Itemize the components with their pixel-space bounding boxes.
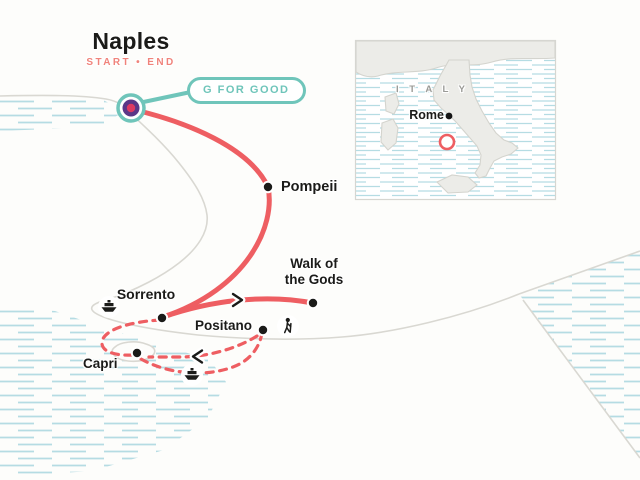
stop-label-sorrento: Sorrento — [116, 286, 176, 302]
europe-landmass — [356, 41, 555, 78]
start-city-label: Naples — [92, 28, 170, 54]
gulf-of-salerno-water — [519, 251, 640, 459]
stop-dot-positano — [256, 323, 270, 337]
start-end-label: START • END — [86, 57, 176, 68]
stop-dot-capri — [130, 346, 144, 360]
corsica-island — [384, 92, 400, 115]
chevron-left-icon — [189, 347, 206, 366]
inset-city-label: Rome — [409, 108, 444, 122]
ferry-icon — [98, 296, 120, 318]
sardinia-island — [380, 118, 399, 151]
route-pompeii-sorrento — [160, 184, 272, 320]
stop-dot-sorrento — [155, 311, 169, 325]
stop-dot-walk-of-the-gods — [306, 296, 320, 310]
stop-label-walk-of-the-gods-line1: Walk of — [290, 256, 338, 271]
g-for-good-badge[interactable]: G FOR GOOD — [187, 77, 306, 104]
salerno-south-coastline — [522, 299, 640, 459]
ferry-route-capri-positano — [139, 331, 264, 375]
sicily-island — [436, 174, 478, 194]
region-highlight-ring — [438, 133, 456, 151]
stop-label-walk-of-the-gods: Walk of the Gods — [274, 256, 354, 288]
ferry-icon — [181, 364, 203, 386]
ferry-route-positano-capri — [147, 334, 259, 359]
stop-label-walk-of-the-gods-line2: the Gods — [284, 272, 344, 288]
stop-label-capri: Capri — [83, 356, 118, 371]
salerno-north-coastline — [518, 250, 640, 295]
start-marker — [116, 87, 206, 123]
rome-dot — [445, 112, 453, 120]
inset-map — [354, 39, 557, 201]
stop-dot-pompeii — [261, 180, 275, 194]
inset-country-label: I T A L Y — [396, 84, 469, 95]
bay-of-naples-water — [0, 98, 125, 131]
ferry-route-sorrento-capri — [100, 318, 162, 357]
water-hatch — [0, 98, 640, 477]
tyrrhenian-water — [0, 307, 226, 477]
chevron-right-icon — [229, 290, 246, 310]
stop-label-positano: Positano — [195, 318, 253, 333]
route-naples-pompeii — [128, 106, 271, 190]
stop-dots — [130, 180, 320, 360]
stop-label-pompeii: Pompeii — [281, 179, 338, 195]
hiker-icon — [277, 315, 299, 337]
